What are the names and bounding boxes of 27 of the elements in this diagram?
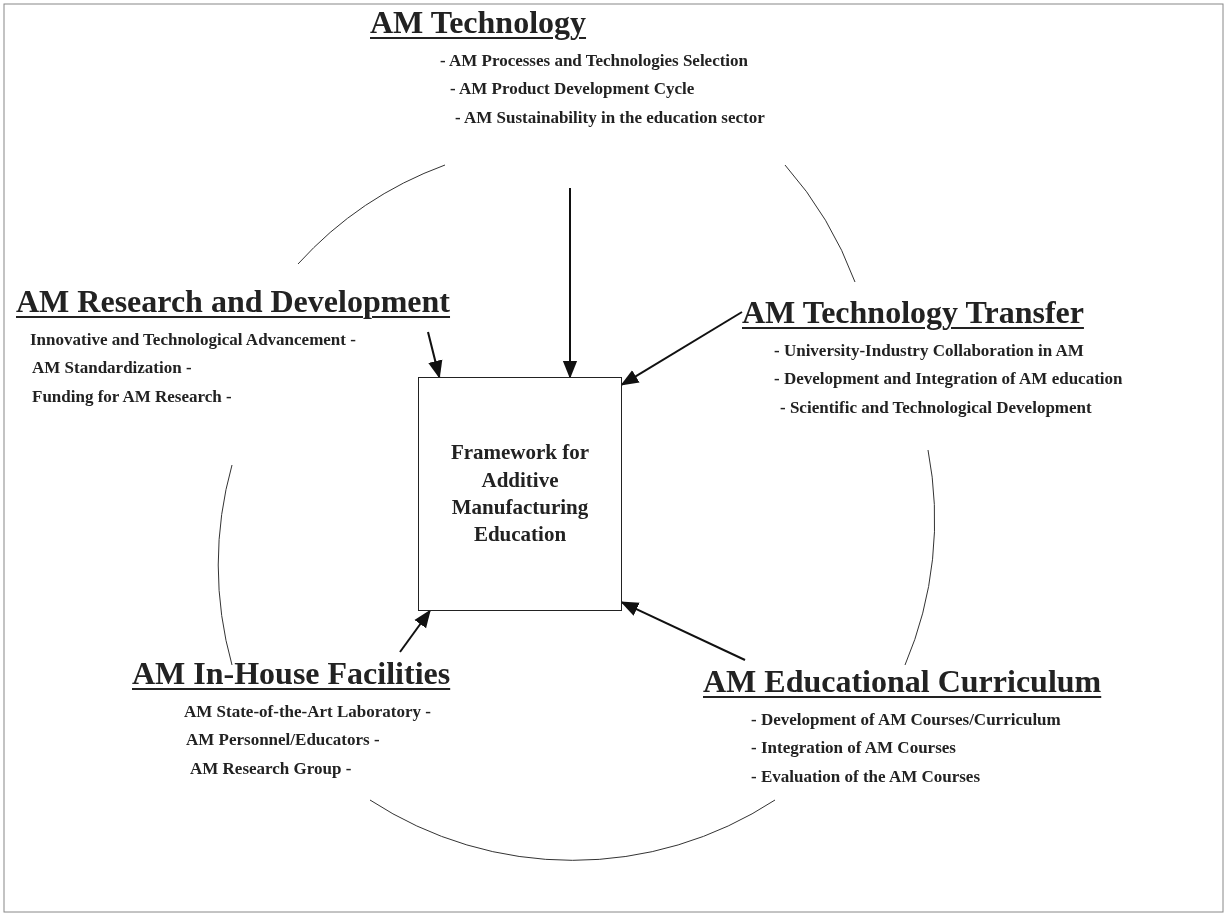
section-heading: AM Technology Transfer xyxy=(742,294,1084,331)
section-heading: AM Research and Development xyxy=(16,283,450,320)
arrow xyxy=(620,601,746,661)
list-item: - Development of AM Courses/Curriculum xyxy=(751,709,1061,731)
arrow xyxy=(620,311,743,386)
list-item: - Scientific and Technological Development xyxy=(780,397,1092,418)
section-heading: AM In-House Facilities xyxy=(132,655,451,692)
arrow xyxy=(399,609,431,653)
list-item: AM State-of-the-Art Laboratory - xyxy=(184,701,431,723)
list-item: Innovative and Technological Advancement - xyxy=(30,329,356,351)
arrow xyxy=(562,187,578,379)
list-item: - AM Processes and Technologies Selection xyxy=(440,50,749,72)
list-item: AM Standardization - xyxy=(32,358,192,379)
list-item: AM Personnel/Educators - xyxy=(186,730,380,751)
list-item: - Evaluation of the AM Courses xyxy=(751,766,981,787)
list-item: - AM Sustainability in the education sector xyxy=(455,107,765,128)
list-item: - Integration of AM Courses xyxy=(751,738,956,759)
list-item: - AM Product Development Cycle xyxy=(450,79,695,100)
list-item: - University-Industry Collaboration in AM xyxy=(774,340,1084,362)
section-heading: AM Technology xyxy=(370,4,587,41)
box-title: Framework for Additive Manufacturing Education xyxy=(449,439,591,549)
list-item: Funding for AM Research - xyxy=(32,386,232,407)
section-heading: AM Educational Curriculum xyxy=(703,663,1102,700)
framework-box xyxy=(418,377,622,611)
list-item: - Development and Integration of AM education xyxy=(774,369,1123,390)
list-item: AM Research Group - xyxy=(190,758,352,779)
arrow xyxy=(427,331,443,379)
